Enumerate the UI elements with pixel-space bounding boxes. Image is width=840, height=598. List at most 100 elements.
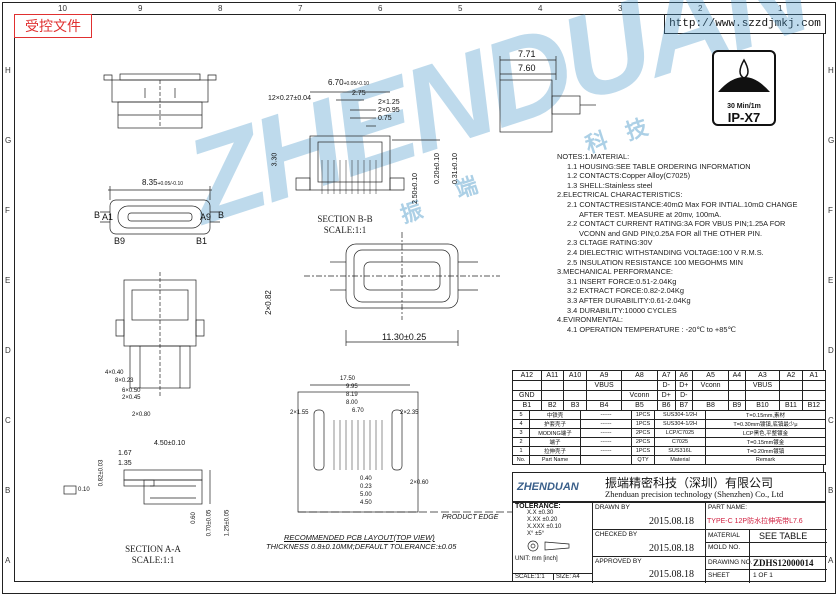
label-b9: B9 [114, 236, 126, 246]
mold-no-label: MOLD NO. [708, 544, 741, 551]
dim-167: 1.67 [118, 450, 132, 457]
pin-signal-cell [562, 380, 588, 391]
dim-125b: 1.25±0.05 [224, 509, 231, 537]
ruler-top-3: 3 [618, 4, 623, 13]
part-name-value: TYPE-C 12P防水拉伸壳带L7.6 [707, 518, 803, 525]
ruler-side-f-right: F [828, 206, 833, 215]
ruler-top-7: 7 [298, 4, 303, 13]
section-aa-scale: SCALE:1:1 [131, 555, 175, 565]
pin-signal-cell [586, 390, 622, 401]
section-bb-view [295, 91, 440, 194]
bom-cell: LCP黑色,平整镀金 [705, 428, 826, 438]
bom-cell: 1PCS [631, 419, 655, 429]
note-line: 3.3 AFTER DURABILITY:0.61-2.04Kg [567, 295, 691, 305]
ruler-top-8: 8 [218, 4, 223, 13]
tolerance-title: TOLERANCE: [515, 503, 561, 510]
scale-label: SCALE:1:1 [513, 573, 553, 580]
bom-cell: 4 [512, 419, 530, 429]
ruler-side-c: C [5, 416, 11, 425]
ruler-top-4: 4 [538, 4, 543, 13]
pin-cell: B11 [779, 400, 803, 411]
ruler-side-h-right: H [828, 66, 834, 75]
bom-cell: 拉伸壳子 [529, 446, 581, 456]
dim-010: 0.10 [78, 487, 90, 493]
bom-cell: SUS304-1/2H [654, 410, 706, 420]
pin-signal-cell: VBUS [586, 380, 622, 391]
pin-signal-cell [801, 380, 827, 391]
drawing-inner-frame [14, 14, 824, 582]
bom-header-cell [580, 455, 632, 465]
bom-cell: 1 [512, 446, 530, 456]
water-drop-icon [718, 58, 770, 92]
bom-header-cell: No. [512, 455, 530, 465]
bom-header-cell: QTY [631, 455, 655, 465]
section-bb-title: SECTION B-B [317, 214, 373, 224]
notes-block: NOTES:1.MATERIAL: 1.1 HOUSING:SEE TABLE … [557, 152, 827, 334]
dim-771: 7.71 [518, 49, 536, 59]
bom-cell: 1PCS [631, 410, 655, 420]
row-divider [593, 529, 705, 530]
pin-signal-cell [692, 390, 730, 401]
controlled-document-stamp: 受控文件 [14, 14, 92, 38]
bom-cell: 2PCS [631, 428, 655, 438]
connector-face-view [100, 186, 220, 235]
pcb-dim-7: 2×2.35 [400, 410, 419, 416]
pin-signal-cell [728, 390, 746, 401]
bom-cell: T=0.20mm镀镇 [705, 446, 826, 456]
ruler-side-e: E [5, 276, 11, 285]
sheet-value: 1 OF 1 [753, 572, 773, 579]
note-line: 3.4 DURABILITY:10000 CYCLES [567, 305, 677, 315]
section-bb-scale: SCALE:1:1 [323, 225, 367, 235]
label-b-left: B [94, 210, 101, 220]
bom-cell: T=0.15mm,素材 [705, 410, 826, 420]
note-line: 1.3 SHELL:Stainless steel [567, 180, 653, 190]
size-label: SIZE: A4 [553, 573, 593, 580]
note-line: 2.ELECTRICAL CHARACTERISTICS: [557, 190, 683, 200]
company-name-cn: 振端精密科技（深圳）有限公司 [605, 476, 774, 490]
dim-250: 2.50±0.10 [412, 172, 420, 205]
pcb-thickness-note: THICKNESS 0.8±0.10MM;DEFAULT TOLERANCE:±… [266, 542, 457, 551]
website-url[interactable]: http://www.szzdjmkj.com [664, 14, 826, 34]
dim-070: 0.70±0.05 [206, 509, 213, 537]
bom-cell: 中铁壳 [529, 410, 581, 420]
bom-cell: ------ [580, 410, 632, 420]
pcb-layout-title: RECOMMENDED PCB LAYOUT(TOP VIEW) [284, 533, 435, 542]
row-divider [705, 542, 827, 543]
ip-line1: 30 Min/1m [727, 103, 761, 110]
tolerance-section: TOLERANCE: X.X ±0.30 X.XX ±0.20 X.XXX ±0… [513, 503, 593, 583]
pin-cell: A9 [586, 370, 622, 381]
pin-signal-cell: Vconn [620, 390, 658, 401]
bom-row: 1 拉伸壳子 ------ 1PCS SUS316L T=0.20mm镀镇 [512, 446, 826, 456]
pin-cell: B3 [562, 400, 588, 411]
bom-row: 5 中铁壳 ------ 1PCS SUS304-1/2H T=0.15mm,素… [512, 410, 826, 420]
tol-row: X.X ±0.30 [527, 510, 554, 516]
ruler-top-10: 10 [58, 4, 67, 13]
dim-135: 1.35 [118, 460, 132, 467]
pin-cell: A6 [674, 370, 694, 381]
pin-cell: B9 [728, 400, 746, 411]
tol-row: X.XXX ±0.10 [527, 524, 562, 530]
bom-cell: 端子 [529, 437, 581, 447]
note-line: 4.EVIRONMENTAL: [557, 315, 623, 325]
pin-row-a: A12 A11 A10 A9 A8 A7 A6 A5 A4 A3 A2 A1 [512, 370, 827, 381]
pin-signal-cell [540, 380, 564, 391]
dim-082b: 0.82±0.03 [98, 459, 105, 487]
ruler-top-2: 2 [698, 4, 703, 13]
approved-by-label: APPROVED BY [595, 558, 642, 565]
section-aa-title: SECTION A-A [125, 544, 181, 554]
bom-cell: 3 [512, 428, 530, 438]
pin-cell: B5 [620, 400, 658, 411]
bom-cell: SUS304-1/2H [654, 419, 706, 429]
projection-symbol-icon [527, 540, 570, 552]
product-edge-label: PRODUCT EDGE [442, 514, 499, 521]
bom-cell: T=0.15mm镀金 [705, 437, 826, 447]
note-line: NOTES:1.MATERIAL: [557, 152, 630, 161]
pin-cell: B12 [801, 400, 827, 411]
ruler-side-c-right: C [828, 416, 834, 425]
bom-header-cell: Remark [705, 455, 826, 465]
pin-signal-cell [620, 380, 658, 391]
ruler-side-d-right: D [828, 346, 834, 355]
part-name-label: PART NAME: [708, 504, 748, 511]
bom-cell: ------ [580, 419, 632, 429]
